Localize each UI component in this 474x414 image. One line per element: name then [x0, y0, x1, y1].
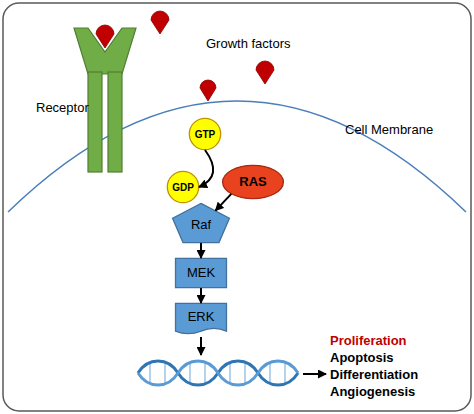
outcome-label: Proliferation	[330, 333, 407, 348]
node-label: ERK	[188, 310, 215, 324]
gtp-circle: GTP	[189, 118, 221, 150]
kinase-pentagon: Raf	[172, 203, 230, 243]
growth-factor-symbol	[96, 11, 274, 101]
outcome-label: Angiogenesis	[330, 384, 415, 399]
node-text-holder: GTP	[189, 118, 221, 150]
node-label: GTP	[195, 129, 216, 140]
kinase-box: MEK	[175, 258, 227, 288]
kinase-box: ERK	[175, 303, 227, 335]
dna-helix	[138, 361, 298, 385]
frame	[3, 3, 471, 411]
node-label: Raf	[191, 218, 211, 232]
node-label: MEK	[187, 266, 215, 280]
signal-arrow	[200, 243, 202, 258]
outcome-label: Differentiation	[330, 367, 418, 382]
node-label: GDP	[172, 182, 194, 193]
receptor-label: Receptor	[36, 100, 89, 115]
node-label: RAS	[239, 175, 266, 189]
ras-ellipse: RAS	[222, 165, 284, 199]
outcome-label: Apoptosis	[330, 350, 394, 365]
gtp-circle-shape	[189, 118, 220, 149]
node-text-holder: ERK	[175, 303, 227, 331]
dna-to-outcome-arrow	[303, 373, 326, 375]
node-text-holder: Raf	[172, 208, 230, 243]
node-text-holder: MEK	[175, 258, 227, 288]
kinase-pentagon-shape	[173, 203, 230, 242]
kinase-box-shape	[176, 258, 227, 287]
ras-ellipse-shape	[223, 165, 284, 198]
node-text-holder: RAS	[222, 165, 284, 199]
membrane-label: Cell Membrane	[345, 122, 433, 137]
kinase-box-shape	[176, 303, 227, 333]
gdp-circle: GDP	[167, 171, 199, 203]
signal-arrow	[216, 194, 232, 211]
cell-membrane-line	[8, 101, 466, 212]
erk-to-dna-arrow	[200, 337, 202, 355]
signal-arrow	[199, 150, 213, 187]
growth-factors-label: Growth factors	[206, 36, 291, 51]
gdp-circle-shape	[167, 171, 198, 202]
signal-arrow	[200, 288, 202, 303]
node-text-holder: GDP	[167, 171, 199, 203]
